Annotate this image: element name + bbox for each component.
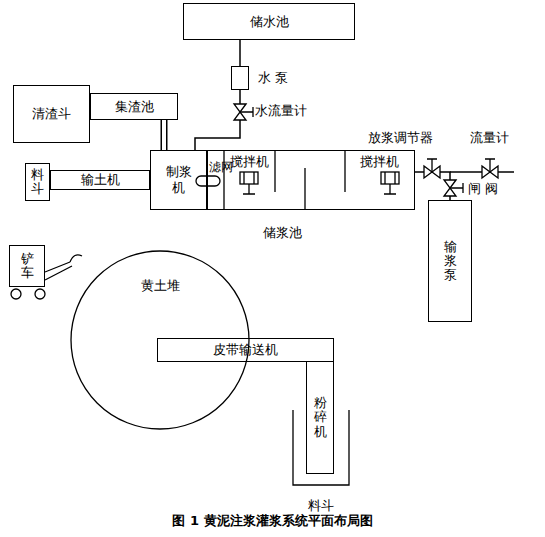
- pile-circle: [71, 251, 249, 429]
- equipment-box: 输土机: [50, 170, 150, 190]
- equipment-label: 料斗: [31, 168, 44, 197]
- equipment-label: 粉碎机: [314, 396, 327, 439]
- equipment-label: 铲车: [21, 252, 34, 281]
- equipment-box: 铲车: [9, 245, 45, 287]
- equipment-label: 皮带输送机: [213, 342, 278, 358]
- pipe-inner: [162, 120, 166, 150]
- equipment-box: 集渣池: [90, 93, 178, 120]
- equipment-label: 黄土堆: [70, 278, 250, 294]
- stirrer-blade: [243, 184, 255, 194]
- valve-handle: [450, 183, 463, 193]
- equipment-box: 清渣斗: [13, 85, 90, 143]
- part-label: 滤网: [209, 160, 221, 174]
- part-label: 搅拌机: [230, 154, 269, 170]
- part-label: 流量计: [470, 130, 509, 146]
- equipment-label: 集渣池: [115, 99, 154, 115]
- part-label: 闸 阀: [468, 181, 498, 197]
- equipment-box: 输浆泵: [428, 200, 472, 322]
- equipment-symbols: [11, 104, 514, 299]
- gate-valve: [444, 180, 463, 196]
- cart-wheel: [11, 289, 21, 299]
- stirrer-blade: [384, 184, 396, 194]
- pile-outline: [70, 250, 250, 430]
- figure-caption: 图 1 黄泥注浆灌浆系统平面布局图: [0, 512, 545, 530]
- stirrer-motor: [381, 172, 399, 184]
- stirrer-symbol: [240, 172, 258, 194]
- flow-meter: [482, 159, 498, 178]
- pipe-connector: [164, 120, 165, 150]
- part-label: 搅拌机: [360, 154, 399, 170]
- equipment-label: 输土机: [81, 172, 120, 188]
- equipment-box: 料斗: [25, 163, 50, 201]
- cart-wheel: [35, 289, 45, 299]
- equipment-label: 清渣斗: [32, 106, 71, 122]
- stirrer-symbol: [381, 172, 399, 194]
- pipe-line: [239, 40, 241, 66]
- hopper: 料斗粉碎机: [292, 362, 350, 486]
- cart-handle: [45, 255, 82, 280]
- equipment-label: 储水池: [250, 14, 289, 30]
- equipment-label: 水 泵: [258, 70, 288, 86]
- tank-baffles: [224, 150, 345, 210]
- part-label: 水流量计: [255, 103, 307, 119]
- equipment-label: 制浆机: [165, 164, 193, 195]
- valve-handle: [485, 159, 495, 172]
- water-flow-meter: [234, 104, 253, 120]
- stirrer-motor: [240, 172, 258, 184]
- equipment-box: 制浆机: [150, 150, 207, 210]
- equipment-box: 粉碎机: [306, 362, 334, 474]
- valve-handle: [240, 107, 253, 117]
- valve-handle: [427, 159, 437, 172]
- stirrer-ribs: [385, 172, 395, 184]
- part-label: 放浆调节器: [368, 130, 433, 146]
- discharge-regulator: [424, 159, 440, 178]
- pipe-line: [161, 120, 168, 150]
- equipment-label: 输浆泵: [444, 240, 457, 283]
- equipment-label: 储浆池: [263, 225, 302, 241]
- stirrer-ribs: [244, 172, 254, 184]
- transfer-pipe: [196, 176, 220, 186]
- equipment-box: 储水池: [183, 3, 355, 40]
- soil-pile: 黄土堆: [70, 250, 250, 430]
- equipment-label: 料斗: [292, 498, 350, 514]
- equipment-box: 水 泵: [231, 66, 249, 90]
- equipment-box: 皮带输送机: [157, 338, 334, 362]
- pipe-connector: [240, 40, 241, 66]
